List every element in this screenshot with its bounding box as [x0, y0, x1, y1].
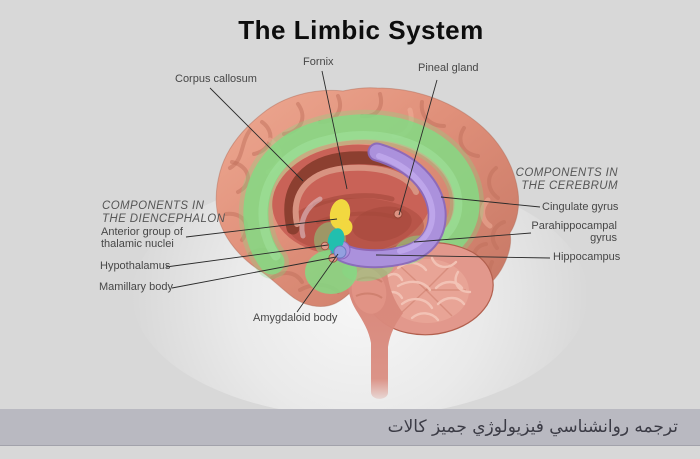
- leader-line-cingulate-gyrus: [440, 196, 541, 208]
- caption-bar: ترجمه روانشناسي فيزيولوژي جميز كالات: [0, 409, 700, 446]
- header-components-cerebrum: COMPONENTS IN THE CEREBRUM: [515, 167, 618, 192]
- amygdala-highlight: [333, 245, 347, 259]
- leader-line-parahippocampal: [413, 232, 532, 243]
- header-components-diencephalon: COMPONENTS IN THE DIENCEPHALON: [102, 200, 226, 225]
- leader-line-pineal-gland: [398, 79, 438, 216]
- label-amygdaloid-body: Amygdaloid body: [253, 312, 338, 324]
- leader-line-mamillary-body: [171, 256, 337, 289]
- label-mamillary-body: Mamillary body: [99, 281, 173, 293]
- label-fornix: Fornix: [303, 56, 334, 68]
- caption-text: ترجمه روانشناسي فيزيولوژي جميز كالات: [387, 417, 678, 437]
- pineal-gland-shape: [393, 209, 403, 219]
- leader-line-corpus-callosum: [209, 87, 304, 182]
- label-pineal-gland: Pineal gland: [418, 62, 479, 74]
- cerebellum-texture: [399, 263, 466, 317]
- label-anterior-group: Anterior group of thalamic nuclei: [101, 226, 183, 250]
- anterior-thalamic-nuclei-highlight: [329, 199, 353, 236]
- leader-line-amygdaloid-body: [296, 253, 339, 313]
- cingulate-gyrus-highlight: [238, 109, 484, 279]
- label-hypothalamus: Hypothalamus: [100, 260, 171, 272]
- leader-line-hippocampus: [375, 254, 551, 259]
- label-corpus-callosum: Corpus callosum: [175, 73, 257, 85]
- page-title: The Limbic System: [238, 15, 484, 45]
- leader-line-fornix: [321, 70, 348, 190]
- leader-lines: [165, 70, 551, 313]
- label-cingulate-gyrus: Cingulate gyrus: [542, 201, 619, 213]
- leader-line-hypothalamus: [165, 244, 329, 268]
- leader-line-anterior-group: [185, 218, 338, 238]
- label-hippocampus: Hippocampus: [553, 251, 621, 263]
- label-parahippocampal-gyrus: Parahippocampal gyrus: [531, 220, 617, 244]
